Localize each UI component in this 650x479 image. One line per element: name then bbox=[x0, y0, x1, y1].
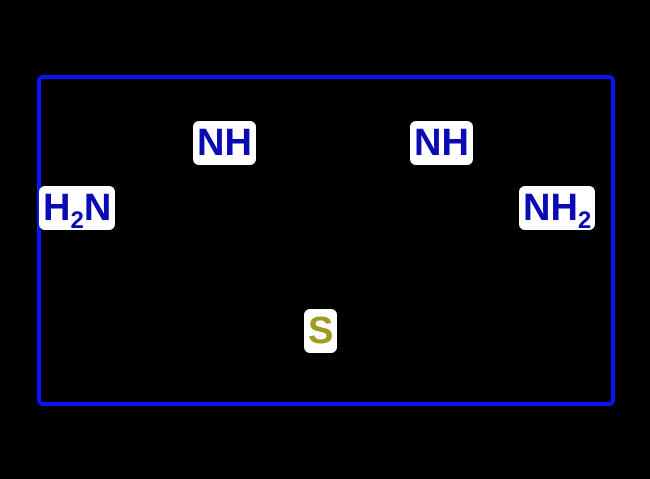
atom-label: NH bbox=[523, 187, 578, 229]
atom-nh-left: NH bbox=[193, 121, 256, 165]
atom-label-n: N bbox=[83, 187, 112, 229]
atom-sulfur: S bbox=[304, 309, 338, 353]
atom-subscript: 2 bbox=[70, 207, 84, 234]
atom-nh-right: NH bbox=[410, 121, 473, 165]
atom-nh2-right: NH2 bbox=[519, 186, 596, 233]
atom-label: NH bbox=[414, 122, 469, 164]
atom-subscript: 2 bbox=[577, 207, 592, 234]
atom-h2n-left: H2N bbox=[39, 186, 116, 233]
atom-label: NH bbox=[197, 122, 252, 164]
atom-label-h: H bbox=[43, 187, 71, 229]
atom-label: S bbox=[308, 310, 334, 352]
bounding-frame bbox=[37, 75, 615, 406]
